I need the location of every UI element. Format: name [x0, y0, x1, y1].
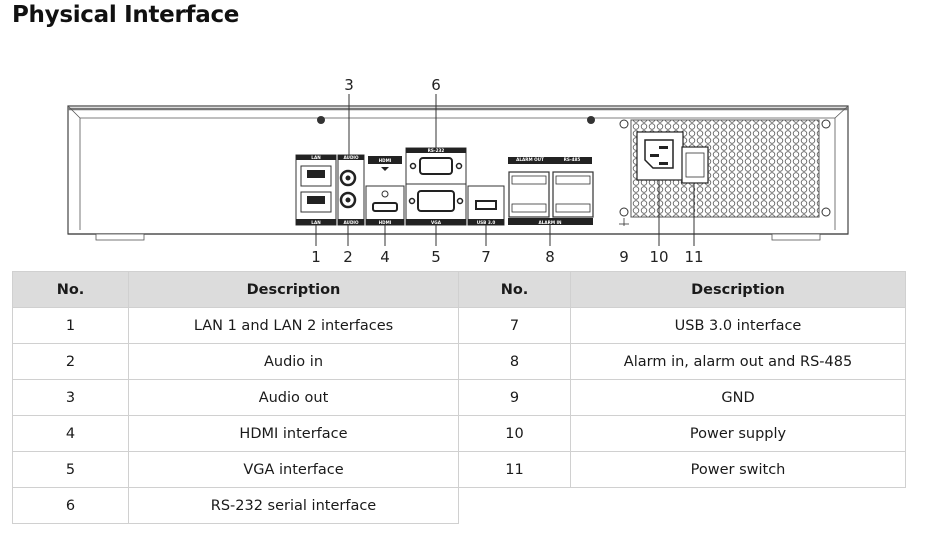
callout-1: 1	[311, 248, 321, 266]
hdmi-icon	[372, 202, 398, 212]
svg-text:ALARM OUT: ALARM OUT	[516, 157, 544, 162]
rs232-icon	[419, 157, 453, 175]
cell-description: Audio in	[128, 343, 459, 380]
foot-left	[95, 233, 145, 241]
cell-no: 5	[12, 451, 129, 488]
cell-description: Power supply	[570, 415, 906, 452]
svg-text:LAN: LAN	[311, 155, 321, 160]
svg-text:USB 3.0: USB 3.0	[477, 220, 496, 225]
screw-icon	[587, 116, 595, 124]
cell-description: USB 3.0 interface	[570, 307, 906, 344]
callout-7: 7	[481, 248, 491, 266]
rs232-vga-ports: RS-232 VGA	[405, 147, 467, 226]
callout-2: 2	[343, 248, 353, 266]
usb-icon	[475, 200, 497, 210]
screw-icon	[619, 119, 629, 129]
table-row: 2 Audio in 8 Alarm in, alarm out and RS-…	[12, 343, 906, 380]
header-no-right: No.	[458, 271, 571, 308]
cell-description: RS-232 serial interface	[128, 487, 459, 524]
cell-no: 1	[12, 307, 129, 344]
svg-text:RS-485: RS-485	[564, 157, 581, 162]
table-row: 5 VGA interface 11 Power switch	[12, 451, 906, 488]
audio-ports: AUDIO AUDIO	[337, 154, 365, 226]
usb-port: USB 3.0	[467, 185, 505, 226]
cell-no: 3	[12, 379, 129, 416]
empty-cell	[459, 488, 906, 524]
cell-no: 7	[458, 307, 571, 344]
table-row: 1 LAN 1 and LAN 2 interfaces 7 USB 3.0 i…	[12, 307, 906, 344]
cell-description: GND	[570, 379, 906, 416]
table-row: 3 Audio out 9 GND	[12, 379, 906, 416]
cell-no: 4	[12, 415, 129, 452]
rear-panel-diagram: LAN LAN AUDIO AUDIO HDMI HDMI RS-232	[67, 76, 849, 266]
table-header-row: No. Description No. Description	[12, 271, 906, 308]
callout-8: 8	[545, 248, 555, 266]
alarm-rs485-terminals: ALARM OUT RS-485 ALARM IN	[508, 157, 594, 225]
vga-icon	[417, 190, 455, 212]
callout-9: 9	[619, 248, 629, 266]
cell-no: 8	[458, 343, 571, 380]
cell-description: Audio out	[128, 379, 459, 416]
cell-no: 10	[458, 415, 571, 452]
svg-text:VGA: VGA	[431, 220, 442, 225]
callout-3: 3	[344, 76, 354, 94]
callout-5: 5	[431, 248, 441, 266]
cell-description: HDMI interface	[128, 415, 459, 452]
cell-description: LAN 1 and LAN 2 interfaces	[128, 307, 459, 344]
header-description-right: Description	[570, 271, 906, 308]
header-description-left: Description	[128, 271, 459, 308]
header-no-left: No.	[12, 271, 129, 308]
screw-icon	[821, 207, 831, 217]
power-section	[619, 119, 831, 226]
cell-no: 11	[458, 451, 571, 488]
svg-text:HDMI: HDMI	[379, 220, 392, 225]
cell-no: 6	[12, 487, 129, 524]
gnd-screw-icon	[619, 207, 629, 217]
foot-right	[771, 233, 821, 241]
table-row: 6 RS-232 serial interface	[12, 487, 906, 524]
cell-no: 9	[458, 379, 571, 416]
terminal-block-right	[552, 171, 594, 218]
table-row: 4 HDMI interface 10 Power supply	[12, 415, 906, 452]
svg-text:LAN: LAN	[311, 220, 321, 225]
cell-description: Alarm in, alarm out and RS-485	[570, 343, 906, 380]
svg-text:AUDIO: AUDIO	[343, 220, 359, 225]
callout-6: 6	[431, 76, 441, 94]
svg-text:HDMI: HDMI	[379, 158, 392, 163]
terminal-block-left	[508, 171, 550, 218]
screw-icon	[821, 119, 831, 129]
callout-lines	[315, 94, 695, 246]
screw-icon	[317, 116, 325, 124]
lan-ports: LAN LAN	[295, 154, 337, 226]
interface-table: No. Description No. Description 1 LAN 1 …	[12, 271, 906, 524]
page-title: Physical Interface	[12, 2, 240, 28]
hdmi-port: HDMI HDMI	[365, 156, 405, 226]
svg-text:ALARM IN: ALARM IN	[538, 220, 562, 225]
cell-description: VGA interface	[128, 451, 459, 488]
callout-11: 11	[684, 248, 703, 266]
callout-10: 10	[649, 248, 668, 266]
cell-description: Power switch	[570, 451, 906, 488]
cell-no: 2	[12, 343, 129, 380]
callout-4: 4	[380, 248, 390, 266]
svg-text:RS-232: RS-232	[428, 148, 445, 153]
svg-text:AUDIO: AUDIO	[343, 155, 359, 160]
